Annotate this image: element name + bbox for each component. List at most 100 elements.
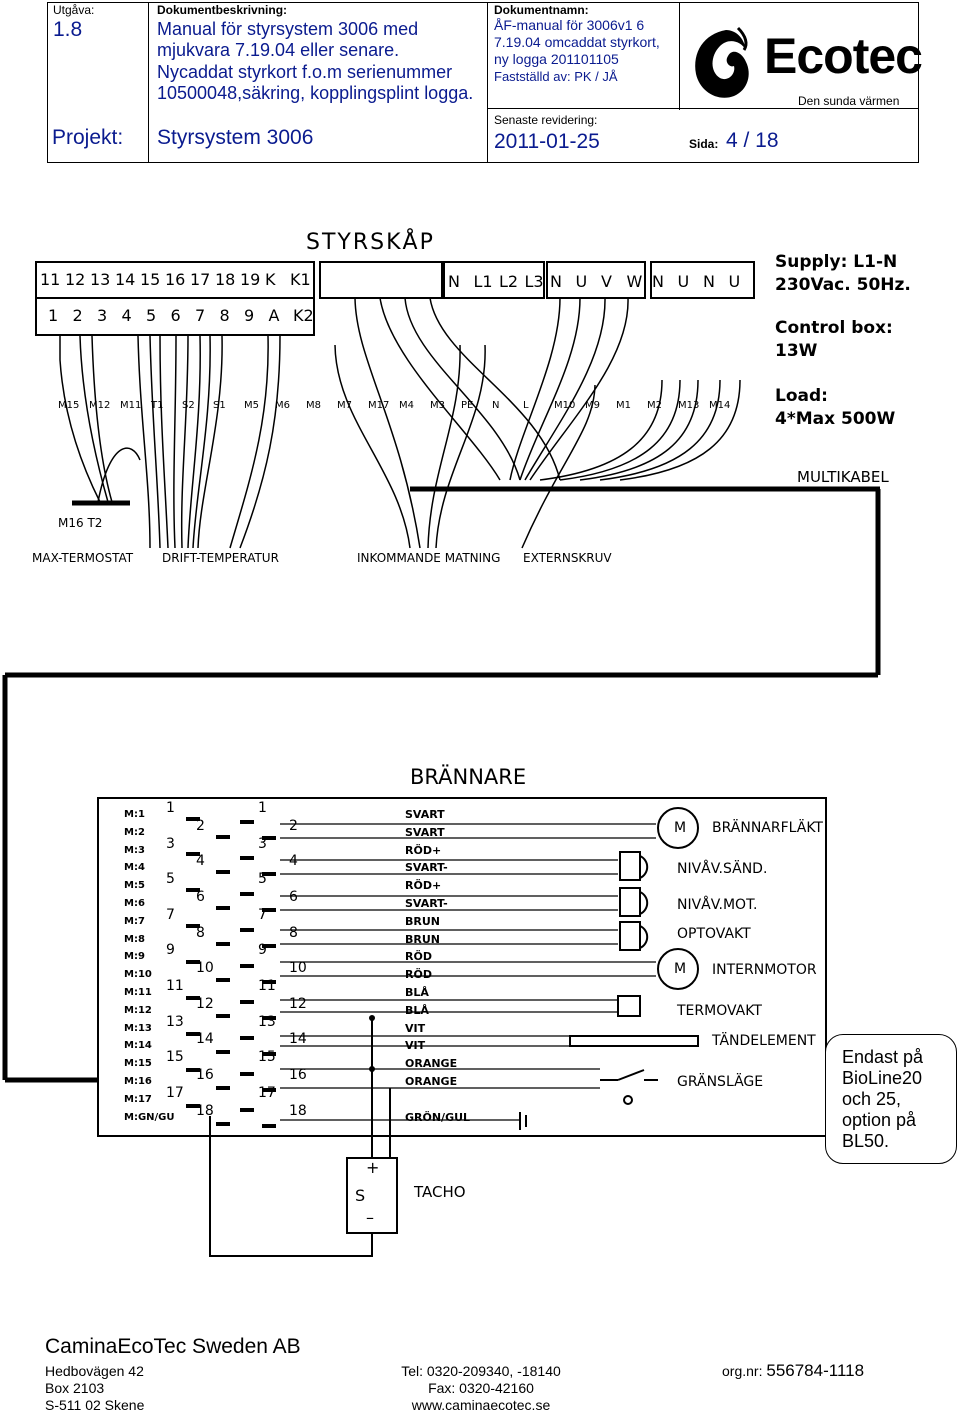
m-label: M:16 (124, 1075, 152, 1087)
m-label: M:GN/GU (124, 1111, 175, 1123)
footer-contact: Tel: 0320-209340, -18140 Fax: 0320-42160… (377, 1363, 585, 1414)
utgava-label: Utgåva: (53, 3, 95, 17)
pin-number: 13 (258, 1013, 276, 1030)
terminal-label: 16 (165, 270, 186, 289)
callout-line: option på (842, 1110, 917, 1130)
document-header (47, 2, 919, 163)
pin-number: 15 (258, 1049, 276, 1066)
terminal-label: N (703, 272, 715, 291)
contact-web: www.caminaecotec.se (411, 1397, 551, 1413)
load-label: Load: (775, 386, 828, 406)
terminal-label: 4 (121, 306, 132, 325)
drift-temperatur-label: DRIFT-TEMPERATUR (162, 551, 279, 565)
pin-number: 3 (258, 835, 267, 852)
brannare-title: BRÄNNARE (410, 765, 527, 789)
dokumentnamn-line: ÅF-manual för 3006v1 6 (494, 17, 645, 33)
wire-label: M15 (58, 400, 80, 411)
wire-color-label: VIT (405, 1039, 426, 1053)
m-label: M:9 (124, 951, 145, 963)
wire-color-label: ORANGE (405, 1074, 458, 1088)
orgnr-value: 556784-1118 (766, 1361, 865, 1380)
m-label: M:10 (124, 969, 152, 981)
projekt-value: Styrsystem 3006 (157, 126, 314, 149)
tacho-minus: – (366, 1208, 374, 1227)
contact-fax: Fax: 0320-42160 (428, 1380, 534, 1396)
pin-number: 8 (196, 924, 205, 941)
m-label: M:7 (124, 915, 145, 927)
bioline-callout: Endast på BioLine20 och 25, option på BL… (825, 1034, 957, 1164)
pin-number: 6 (289, 889, 298, 905)
multikabel-label: MULTIKABEL (797, 468, 889, 486)
pin-number: 5 (258, 871, 267, 888)
callout-line: BL50. (842, 1131, 890, 1151)
header-divider (679, 2, 680, 110)
pin-number: 2 (196, 817, 205, 834)
revidering-value: 2011-01-25 (494, 130, 600, 153)
wire-color-label: BLÅ (405, 985, 429, 999)
component-internmotor: INTERNMOTOR (712, 962, 817, 978)
terminal-label: 11 (40, 270, 61, 289)
wire-label: M4 (399, 400, 414, 411)
component-nivav-mot: NIVÅV.MOT. (677, 897, 758, 913)
terminal-label: 12 (65, 270, 86, 289)
terminal-label: L3 (524, 272, 544, 291)
wire-label: S2 (182, 400, 195, 411)
flame-icon (695, 26, 749, 98)
terminal-label: 5 (146, 306, 157, 325)
callout-line: BioLine20 (842, 1068, 923, 1088)
terminal-label: 18 (215, 270, 236, 289)
pin-number: 12 (289, 995, 307, 1012)
pin-number: 6 (196, 889, 205, 905)
header-divider (487, 2, 488, 163)
callout-line: Endast på (842, 1047, 924, 1067)
component-nivav-sand: NIVÅV.SÄND. (677, 861, 768, 877)
terminal-label: N (448, 272, 460, 291)
wire-color-label: SVART (405, 808, 445, 821)
wire-label: M9 (585, 400, 600, 411)
tacho-s: S (355, 1186, 366, 1205)
tacho-plus: + (366, 1158, 380, 1177)
pin-number: 15 (166, 1049, 184, 1066)
terminal-label: U (677, 272, 690, 291)
terminal-label: 8 (219, 306, 230, 325)
component-tandelement: TÄNDELEMENT (712, 1033, 816, 1049)
motor-symbol: M (674, 961, 687, 977)
wire-label: M13 (678, 400, 700, 411)
pin-number: 18 (289, 1102, 307, 1119)
wire-label: PE (461, 400, 474, 411)
terminal-label: 2 (72, 306, 83, 325)
footer-orgnr: org.nr: 556784-1118 (722, 1361, 864, 1381)
terminal-label: 3 (97, 306, 108, 325)
m-label: M:17 (124, 1093, 152, 1105)
header-divider (148, 2, 149, 163)
max-termostat-label: MAX-TERMOSTAT (32, 551, 134, 565)
m-label: M:4 (124, 862, 145, 874)
terminal-label: L2 (499, 272, 519, 291)
beskrivning-line: 10500048,säkring, kopplingsplint logga. (157, 83, 474, 103)
dokumentnamn-line: ny logga 201101105 (494, 51, 619, 67)
pin-number: 16 (196, 1067, 214, 1083)
wire-label: M17 (368, 400, 390, 411)
pin-number: 17 (258, 1084, 276, 1101)
pin-number: 14 (289, 1031, 307, 1048)
dokumentnamn-label: Dokumentnamn: (494, 3, 589, 17)
styrskap-title: STYRSKÅP (306, 230, 435, 255)
wire-color-label: SVART- (405, 861, 448, 875)
component-brannarflakt: BRÄNNARFLÄKT (712, 820, 823, 836)
logo-wordmark: Ecotec (764, 28, 923, 84)
terminal-label: U (728, 272, 741, 291)
sida-label: Sida: (689, 137, 719, 151)
pin-number: 18 (196, 1102, 214, 1119)
utgava-value: 1.8 (53, 18, 83, 41)
terminal-label: 6 (170, 306, 181, 325)
pin-number: 2 (289, 817, 298, 834)
wire-color-label: ORANGE (405, 1057, 458, 1071)
dokumentnamn-line: 7.19.04 omcaddat styrkort, (494, 34, 660, 50)
footer-company: CaminaEcoTec Sweden AB (45, 1335, 301, 1358)
